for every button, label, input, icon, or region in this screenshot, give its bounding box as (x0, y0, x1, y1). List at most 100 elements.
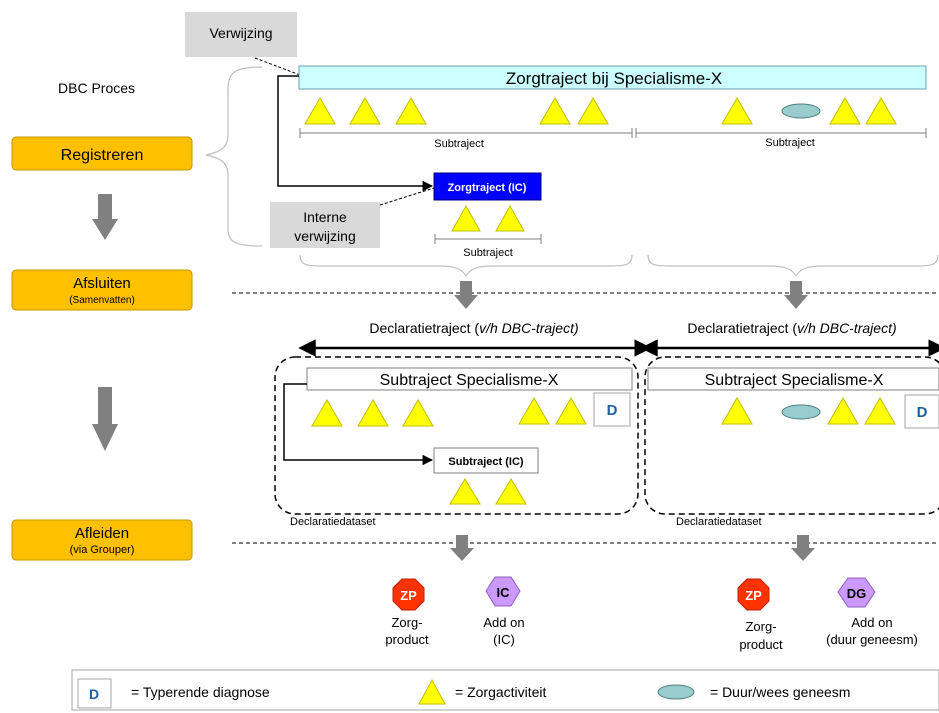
step-registreren: Registreren (11, 136, 193, 171)
triangle-icon (395, 96, 427, 125)
diagnose-badge-right: D (904, 394, 939, 429)
zorgproduct-caption-right-2: product (739, 637, 783, 652)
triangle-icon (449, 478, 481, 505)
legend-ellipse-icon (657, 684, 695, 700)
addon-ic-code: IC (497, 585, 511, 600)
brace-right (647, 254, 939, 278)
gray-down-arrow-icon (450, 535, 815, 561)
step-afsluiten-sublabel: (Samenvatten) (69, 295, 135, 306)
declaratiedataset-label-left: Declaratiedataset (290, 516, 376, 528)
zp-label-left: ZP (400, 588, 417, 603)
triangle-icon (357, 398, 389, 427)
zp-label-right: ZP (745, 588, 762, 603)
subtraject-label-2: Subtraject (765, 137, 815, 149)
verwijzing-line (277, 75, 434, 192)
zorgactiviteiten-decl-right (721, 396, 896, 425)
registreren-brace (205, 66, 263, 247)
declaratietraject-label-1: Declaratietraject (v/h DBC-traject) (369, 320, 578, 336)
subtraject-label-ic: Subtraject (463, 247, 513, 259)
subtraject-specialisme-right: Subtraject Specialisme-X (647, 367, 939, 391)
legend-triangle-icon (418, 678, 446, 705)
zorgproduct-caption-left-2: product (385, 632, 429, 647)
triangle-icon (402, 398, 434, 427)
declaratiedataset-left (274, 356, 639, 515)
verwijzing-label: Verwijzing (209, 25, 272, 41)
step-afsluiten: Afsluiten (Samenvatten) (11, 269, 193, 311)
declaratiedataset-right (644, 356, 939, 515)
legend-duur-text: = Duur/wees geneesm (710, 684, 850, 700)
duur-geneesm-ellipse-icon (781, 103, 821, 119)
triangle-icon (721, 396, 753, 425)
subtraject-specialisme-left: Subtraject Specialisme-X (306, 367, 633, 391)
addon-ic-caption-2: (IC) (493, 632, 515, 647)
zorgactiviteiten-decl-ic (449, 478, 527, 505)
zorgproduct-icon-left: ZP (392, 578, 425, 611)
step-afleiden-label: Afleiden (75, 525, 129, 542)
triangle-icon (539, 96, 571, 125)
down-arrow-1 (92, 194, 118, 240)
legend-diagnose-badge (77, 678, 112, 709)
zorgactiviteiten-decl-left (311, 396, 587, 427)
step-afleiden-sublabel: (via Grouper) (70, 544, 135, 556)
addon-ic-icon: IC (485, 576, 521, 607)
legend-zorgactiviteit-text: = Zorgactiviteit (455, 684, 547, 700)
subtraject-ic-box: Subtraject (IC) (433, 447, 539, 474)
down-arrow-2 (92, 387, 118, 451)
step-afsluiten-label: Afsluiten (73, 275, 131, 292)
addon-dg-caption-1: Add on (851, 615, 892, 630)
addon-ic-caption-1: Add on (483, 615, 524, 630)
legend-diagnose-letter: D (89, 686, 99, 702)
triangle-icon (721, 96, 753, 125)
duur-geneesm-ellipse-icon (781, 404, 821, 420)
verwijzing-box: Verwijzing (185, 12, 297, 57)
diagnose-badge-left: D (593, 392, 631, 427)
triangle-icon (451, 204, 481, 232)
zorgtraject-ic-box: Zorgtraject (IC) (433, 172, 542, 201)
legend: D = Typerende diagnose = Zorgactiviteit … (71, 669, 939, 711)
triangle-icon (577, 96, 609, 125)
brace-left (299, 254, 633, 278)
subtraject-specialisme-right-label: Subtraject Specialisme-X (705, 372, 884, 389)
subtraject-specialisme-left-label: Subtraject Specialisme-X (380, 372, 559, 389)
addon-dg-code: DG (847, 586, 867, 601)
subtraject-span-ic (434, 234, 542, 244)
subtraject-ic-label: Subtraject (IC) (448, 456, 524, 468)
declaratiedataset-label-right: Declaratiedataset (676, 516, 762, 528)
triangle-icon (827, 396, 859, 425)
interne-verwijzing-box: Interne verwijzing (270, 202, 380, 248)
interne-verwijzing-line1: Interne (303, 209, 347, 225)
step-afleiden: Afleiden (via Grouper) (11, 519, 193, 561)
zorgproduct-caption-right-1: Zorg- (745, 619, 776, 634)
gray-down-arrow-icon (454, 281, 808, 309)
subtraject-span-1 (299, 128, 927, 138)
triangle-icon (555, 396, 587, 425)
zorgproduct-caption-left-1: Zorg- (391, 615, 422, 630)
step-registreren-label: Registreren (61, 147, 144, 164)
diagnose-letter-right: D (917, 404, 928, 421)
zorgactiviteiten-row-1 (304, 96, 897, 125)
zorgactiviteiten-ic (451, 204, 525, 232)
triangle-icon (829, 96, 861, 125)
triangle-icon (311, 398, 343, 427)
subtraject-label-1: Subtraject (434, 138, 484, 150)
zorgtraject-ic-label: Zorgtraject (IC) (448, 182, 527, 194)
legend-diagnose-text: = Typerende diagnose (131, 684, 270, 700)
triangle-icon (865, 96, 897, 125)
declaratietraject-label-2: Declaratietraject (v/h DBC-traject) (687, 320, 896, 336)
diagnose-letter-left: D (607, 402, 618, 419)
dbc-proces-title: DBC Proces (58, 80, 135, 96)
triangle-icon (864, 396, 896, 425)
triangle-icon (304, 96, 336, 125)
interne-verwijzing-line2: verwijzing (294, 228, 355, 244)
triangle-icon (495, 204, 525, 232)
triangle-icon (518, 396, 550, 425)
zorgtraject-header-label: Zorgtraject bij Specialisme-X (506, 69, 722, 88)
zorgtraject-header: Zorgtraject bij Specialisme-X (298, 65, 927, 90)
triangle-icon (495, 478, 527, 505)
zorgproduct-icon-right: ZP (737, 578, 770, 611)
addon-dg-icon: DG (837, 577, 876, 608)
triangle-icon (349, 96, 381, 125)
addon-dg-caption-2: (duur geneesm) (826, 632, 918, 647)
ic-link-line (283, 383, 434, 466)
